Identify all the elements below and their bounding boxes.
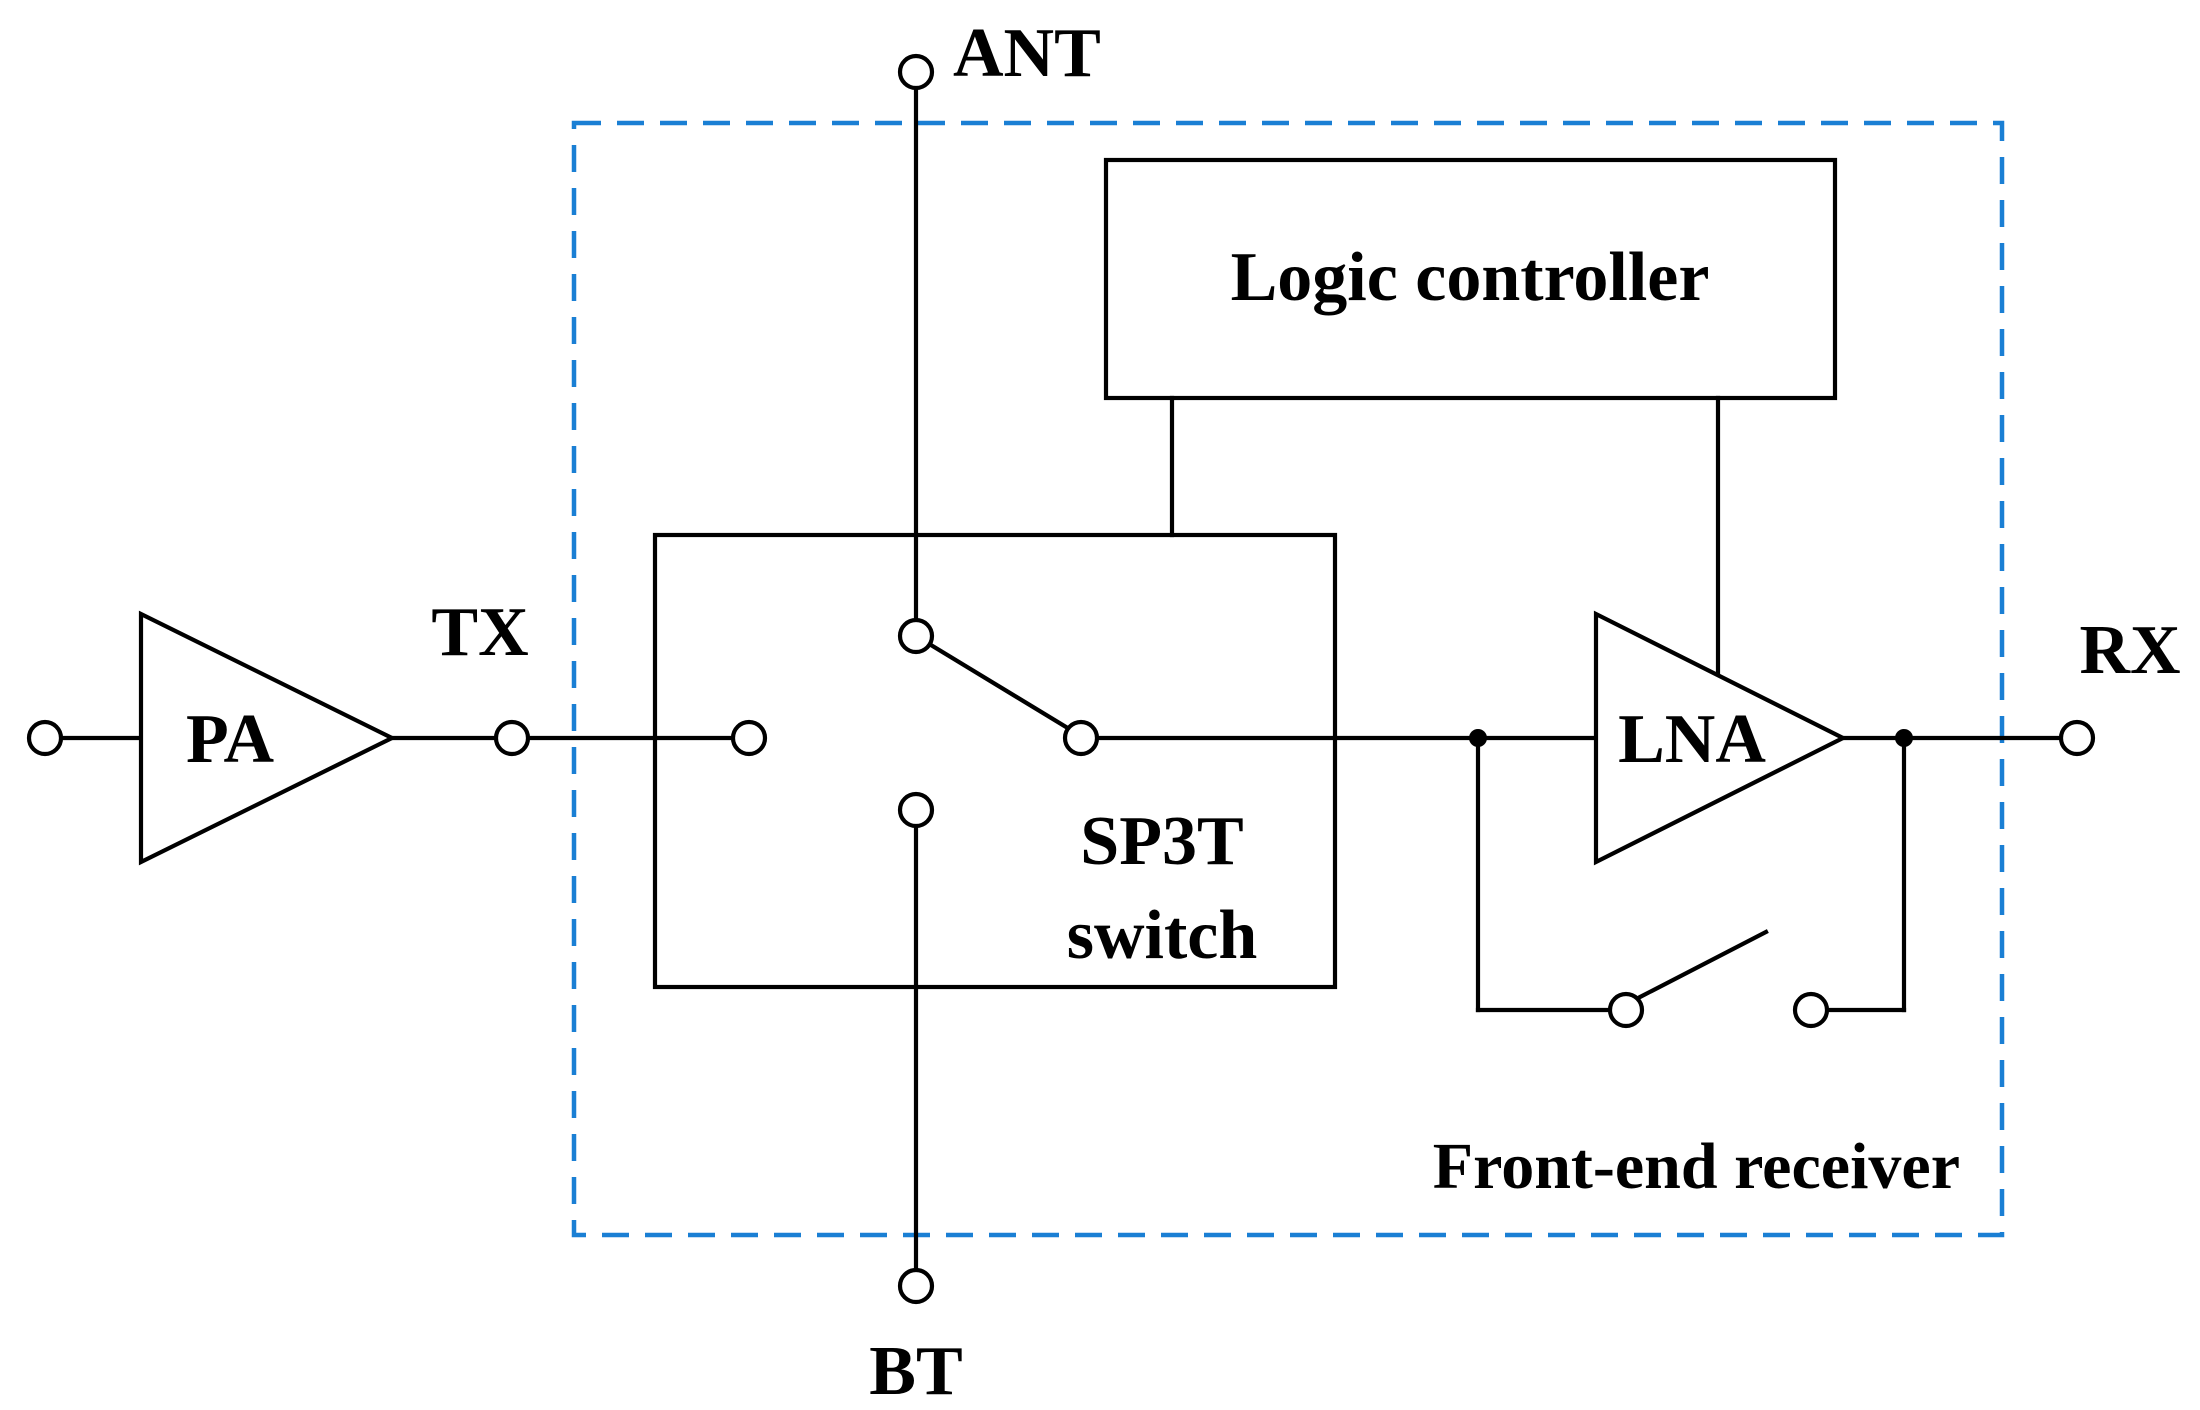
front-end-receiver-label: Front-end receiver [1433, 1130, 1960, 1203]
lna-label: LNA [1618, 701, 1766, 778]
tx-terminal [493, 719, 531, 757]
bypass-right-terminal [1792, 991, 1830, 1029]
ant-terminal [897, 53, 935, 91]
bt-terminal [897, 1267, 935, 1305]
rx-label: RX [2079, 612, 2180, 689]
switch-label: switch [1067, 897, 1258, 974]
switch-tx-throw-terminal [730, 719, 768, 757]
junction-dot-right [1895, 729, 1913, 747]
pa-input-terminal [26, 719, 64, 757]
tx-label: TX [431, 594, 528, 671]
switch-arm [928, 642, 1069, 730]
lna-amplifier [1593, 610, 1848, 866]
junction-dot-left [1469, 729, 1487, 747]
sp3t-label: SP3T [1080, 803, 1243, 880]
sp3t-switch-box [652, 532, 1338, 990]
logic-controller-box [1103, 157, 1838, 401]
bypass-switch-arm [1637, 929, 1769, 1000]
switch-common-terminal [897, 617, 935, 655]
bypass-left-terminal [1607, 991, 1645, 1029]
switch-rx-throw-terminal [1062, 719, 1100, 757]
switch-bt-throw-terminal [897, 791, 935, 829]
front-end-receiver-boundary [571, 120, 2005, 1238]
ant-label: ANT [953, 15, 1101, 92]
rx-terminal [2058, 719, 2096, 757]
bt-label: BT [869, 1333, 962, 1410]
pa-label: PA [186, 701, 275, 778]
pa-amplifier [138, 610, 397, 866]
logic-controller-label: Logic controller [1231, 239, 1710, 316]
